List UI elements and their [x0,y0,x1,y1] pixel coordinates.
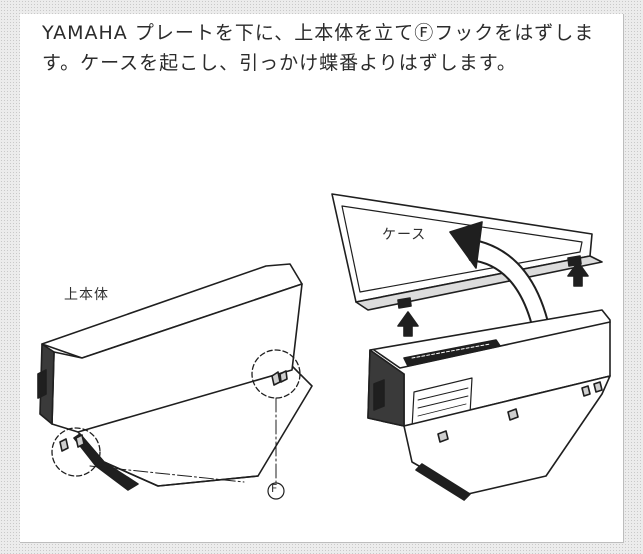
upper-body-drawing [37,263,313,491]
case-label: ケース [382,227,427,243]
main-body-drawing [367,309,611,501]
hook-marker-circle [267,482,285,500]
manual-panel: YAMAHA プレートを下に、上本体を立てⒻフックをはずします。ケースを起こし、… [20,14,624,543]
assembly-illustration [37,193,611,501]
hook-label: F [271,482,278,495]
upper-body-label: 上本体 [64,287,109,303]
instruction-text: YAMAHA プレートを下に、上本体を立てⒻフックをはずします。ケースを起こし、… [42,22,595,74]
